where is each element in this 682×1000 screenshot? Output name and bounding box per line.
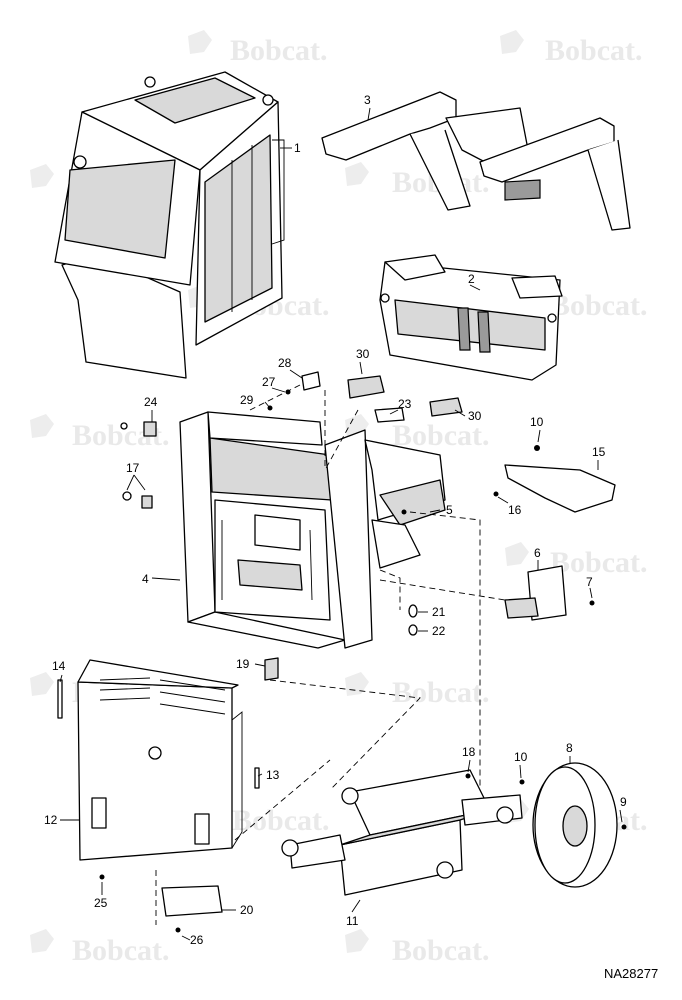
watermark-text: Bobcat. [72,934,170,967]
part-small-hardware [267,371,321,411]
watermark-logo-icon [345,162,369,186]
part-step-tray [161,885,223,933]
callout-label: 4 [142,572,149,586]
part-rear-door [77,659,243,880]
callout-label: 23 [398,397,412,411]
watermark-text: Bobcat. [230,34,328,67]
watermark-logo-icon [345,672,369,696]
watermark-logo-icon [30,929,54,953]
callout-label: 5 [446,503,453,517]
callout-label: 16 [508,503,522,517]
part-bracket [374,407,405,423]
callout-label: 22 [432,624,446,638]
assembly-lines [155,384,506,925]
watermark-logo-icon [30,164,54,188]
drawing-code: NA28277 [604,966,658,981]
callout-label: 9 [620,795,627,809]
watermark-text: Bobcat. [545,34,643,67]
watermark-logo-icon [188,30,212,54]
callout-label: 7 [586,575,593,589]
watermark-text: Bobcat. [232,804,330,837]
part-tire-wheel [532,762,627,888]
watermark-text: Bobcat. [550,289,648,322]
callout-label: 18 [462,745,476,759]
callout-label: 3 [364,93,371,107]
callout-label: 1 [294,141,301,155]
part-operator-cab [54,71,285,379]
callout-label: 6 [534,546,541,560]
watermark-logo-icon [345,929,369,953]
watermark-logo-icon [505,542,529,566]
watermark-text: Bobcat. [392,419,490,452]
callout-label: 27 [262,375,276,389]
callout-label: 13 [266,768,280,782]
callout-label: 15 [592,445,606,459]
watermark-logo-icon [30,672,54,696]
callout-label: 25 [94,896,108,910]
callout-label: 28 [278,356,292,370]
callout-label: 2 [468,272,475,286]
part-main-frame [179,411,446,649]
watermark-text: Bobcat. [392,934,490,967]
leader-lines [59,107,623,941]
callout-label: 26 [190,933,204,947]
part-pin-14 [57,679,63,719]
callout-label: 30 [468,409,482,423]
callout-label: 11 [346,914,359,928]
callout-label: 29 [240,393,254,407]
callout-label: 30 [356,347,370,361]
callout-label: 8 [566,741,573,755]
part-lift-arms [321,91,631,231]
callout-label: 12 [44,813,58,827]
callout-label: 20 [240,903,254,917]
part-side-bracket [504,565,595,621]
callout-label: 14 [52,659,66,673]
callout-label: 19 [236,657,250,671]
part-plugs [408,604,418,636]
part-pin-13 [254,767,260,789]
callout-label: 10 [514,750,528,764]
watermark-text: Bobcat. [550,546,648,579]
callout-label: 10 [530,415,544,429]
part-spacer [264,657,279,681]
callout-label: 17 [126,461,140,475]
callout-label: 24 [144,395,158,409]
part-wear-pads [347,375,463,417]
watermark-text: Bobcat. [392,676,490,709]
callout-label: 21 [432,605,446,619]
part-axle-housing [281,769,525,896]
watermark-logo-icon [30,414,54,438]
watermark-logo-icon [500,30,524,54]
part-bob-tach-frame [379,254,563,381]
part-side-shield [493,445,616,513]
callout-labels: 1 2 3 4 5 6 7 8 9 10 10 11 12 13 14 15 1… [44,93,627,947]
